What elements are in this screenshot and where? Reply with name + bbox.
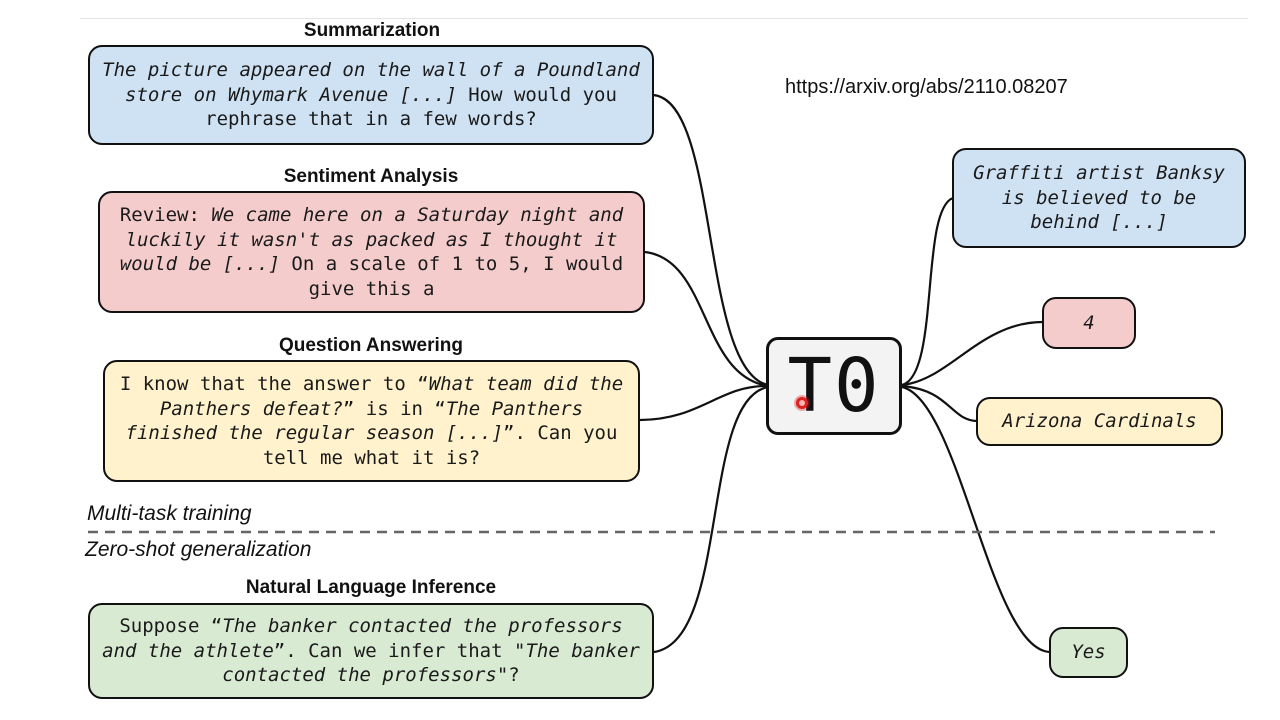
nli-p2: The banker contacted the professors and … [102,615,623,662]
sentiment-input-box: Review: We came here on a Saturday night… [98,191,645,313]
qa-p1: I know that the answer to “ [119,373,429,395]
qa-p4: The Panthers finished the regular season… [125,397,584,445]
nli-heading: Natural Language Inference [245,577,497,598]
cursor-indicator [796,397,808,409]
summarization-input-box: The picture appeared on the wall of a Po… [88,45,654,145]
summarization-prompt-tail: How would you rephrase that in a few wor… [205,83,617,131]
qa-heading: Question Answering [278,335,464,356]
zero-shot-label: Zero-shot generalization [85,538,312,561]
wire-out-sentiment [901,320,1044,387]
nli-p1: Suppose “ [119,615,223,638]
summarization-output-box: Graffiti artist Banksy is believed to be… [952,148,1246,248]
wire-out-qa [901,384,978,423]
summarization-prompt-italic: The picture appeared on the wall of a Po… [102,59,640,106]
sentiment-heading: Sentiment Analysis [283,166,459,187]
nli-p4: The banker contacted the professors [222,639,640,687]
wire-out-nli [901,385,1051,654]
paper-url[interactable]: https://arxiv.org/abs/2110.08207 [785,76,1068,98]
t0-model-box: T0 [766,337,902,435]
sentiment-output-box: 4 [1042,297,1136,349]
qa-p2: What team did the Panthers defeat? [159,373,624,420]
multi-task-training-label: Multi-task training [87,502,252,525]
qa-p5: ”. Can you tell me what it is? [262,422,618,469]
qa-p3: ” is in “ [342,397,446,420]
t0-label: T0 [787,343,881,429]
wire-out-summarization [901,196,954,387]
wire-nli [653,385,769,654]
nli-p3: ”. Can we infer that " [273,639,526,662]
summarization-heading: Summarization [303,20,441,41]
sentiment-prompt-italic: We came here on a Saturday night and luc… [119,204,624,275]
wire-sentiment [644,250,769,388]
wire-summarization [652,93,769,387]
wire-qa [639,384,769,422]
nli-input-box: Suppose “The banker contacted the profes… [88,603,654,699]
nli-output-box: Yes [1049,627,1128,678]
top-rule [80,18,1248,19]
qa-input-box: I know that the answer to “What team did… [103,360,640,482]
sentiment-prompt-head: Review: [119,204,212,226]
nli-p5: "? [496,664,520,687]
qa-output-box: Arizona Cardinals [976,397,1223,446]
sentiment-prompt-tail: On a scale of 1 to 5, I would give this … [279,253,624,300]
